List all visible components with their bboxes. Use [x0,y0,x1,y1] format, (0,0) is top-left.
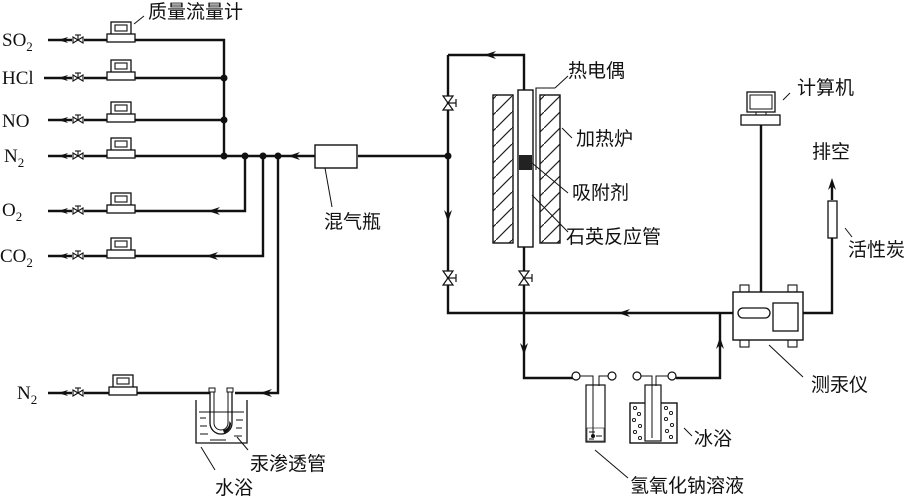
inlet-valves [72,34,84,397]
junction-dot-icon [259,152,267,160]
mass-flow-meter-icon [106,101,136,123]
gas-formula: HCl [2,68,34,89]
flow-arrow-icon [58,37,68,43]
needle-valve-icon[interactable] [72,72,84,82]
gas-formula: O [2,200,16,221]
flow-arrow-icon [260,389,272,397]
label-thermocouple: 热电偶 [568,60,626,82]
flow-arrow-icon [58,253,68,259]
label-mercury-analyzer: 测汞仪 [811,374,869,396]
absorption-bottles [571,371,693,479]
gas-label-n2: N2 [4,147,24,169]
gas-lines [44,38,834,395]
label-mass-flow-meter: 质量流量计 [148,1,244,23]
gas-formula: N [4,146,18,167]
gas-subscript: 2 [17,155,25,170]
gas-label-co2: CO2 [0,247,33,269]
leader-line [324,167,333,208]
flow-arrow-icon [58,75,68,81]
mass-flow-meter-icon [106,59,136,81]
gas-formula: SO [2,30,27,51]
gas-label-hcl: HCl [2,69,34,88]
junction-dot-icon [444,152,452,160]
needle-valve-icon[interactable] [72,150,84,160]
junctions [220,74,452,160]
label-activated-carbon: 活性炭 [848,239,906,261]
label-water-bath: 水浴 [215,477,254,499]
label-adsorbent: 吸附剂 [572,182,630,204]
gas-subscript: 2 [30,392,38,407]
junction-dot-icon [220,116,228,124]
gas-formula: NO [2,111,30,132]
leader-lines [531,75,573,233]
leader-line [133,15,145,25]
flow-arrow-icon [716,337,724,349]
needle-valve-icon[interactable] [72,114,84,124]
mass-flow-meter-icon [106,21,136,43]
mass-flow-meters [106,21,138,396]
mercury-permeation-tube [209,390,233,435]
label-computer: 计算机 [797,77,855,99]
junction-dot-icon [274,152,282,160]
gas-subscript: 2 [26,255,33,270]
needle-valve-icon[interactable] [442,95,457,111]
adsorbent-bed [519,155,532,170]
gas-mixing-bottle [314,144,358,169]
flow-arrow-icon [206,252,218,260]
gas-formula: N [17,383,31,404]
thermocouple [535,87,555,170]
needle-valve-icon[interactable] [72,250,84,260]
needle-valve-icon[interactable] [72,387,84,397]
label-vent: 排空 [812,141,851,163]
mercury-analyzer [732,284,804,378]
flow-arrow-icon [288,152,300,160]
flow-arrow-icon [58,390,68,396]
label-naoh-solution: 氢氧化钠溶液 [630,475,745,497]
flow-arrow-icon [828,178,836,190]
flow-arrow-icon [58,117,68,123]
mass-flow-meter-icon [106,237,136,259]
computer-icon [740,91,791,126]
needle-valve-icon[interactable] [72,34,84,44]
needle-valve-icon[interactable] [72,205,84,215]
needle-valve-icon[interactable] [518,270,533,286]
label-quartz-reactor: 石英反应管 [566,226,662,248]
junction-dot-icon [220,152,228,160]
label-mercury-permeation-tube: 汞渗透管 [250,453,327,475]
label-ice-bath: 冰浴 [694,428,733,450]
flow-arrow-icon [58,153,68,159]
flow-arrow-icon [520,343,528,355]
gas-label-n2-carrier: N2 [17,384,37,406]
gas-label-no: NO [2,112,29,131]
mass-flow-meter-icon [108,374,138,396]
water-bath [195,387,249,471]
junction-dot-icon [241,152,249,160]
gas-label-so2: SO2 [2,31,33,53]
gas-label-o2: O2 [2,201,22,223]
mass-flow-meter-icon [106,192,136,214]
heating-furnace-right [539,94,561,244]
heating-furnace-left [492,94,514,244]
gas-formula: CO [0,246,27,267]
flow-arrow-icon [208,207,220,215]
gas-subscript: 2 [26,39,33,54]
flow-arrow-icon [444,210,452,222]
junction-dot-icon [220,74,228,82]
needle-valve-icon[interactable] [442,270,457,286]
flow-arrow-icon [618,309,630,317]
label-gas-mixing-bottle: 混气瓶 [324,211,382,233]
mass-flow-meter-icon [106,137,136,159]
gas-subscript: 2 [15,209,23,224]
flow-arrows [58,37,836,397]
flow-arrow-icon [484,51,496,59]
flow-arrow-icon [58,208,68,214]
activated-carbon-column [827,200,838,239]
label-heating-furnace: 加热炉 [576,128,634,150]
